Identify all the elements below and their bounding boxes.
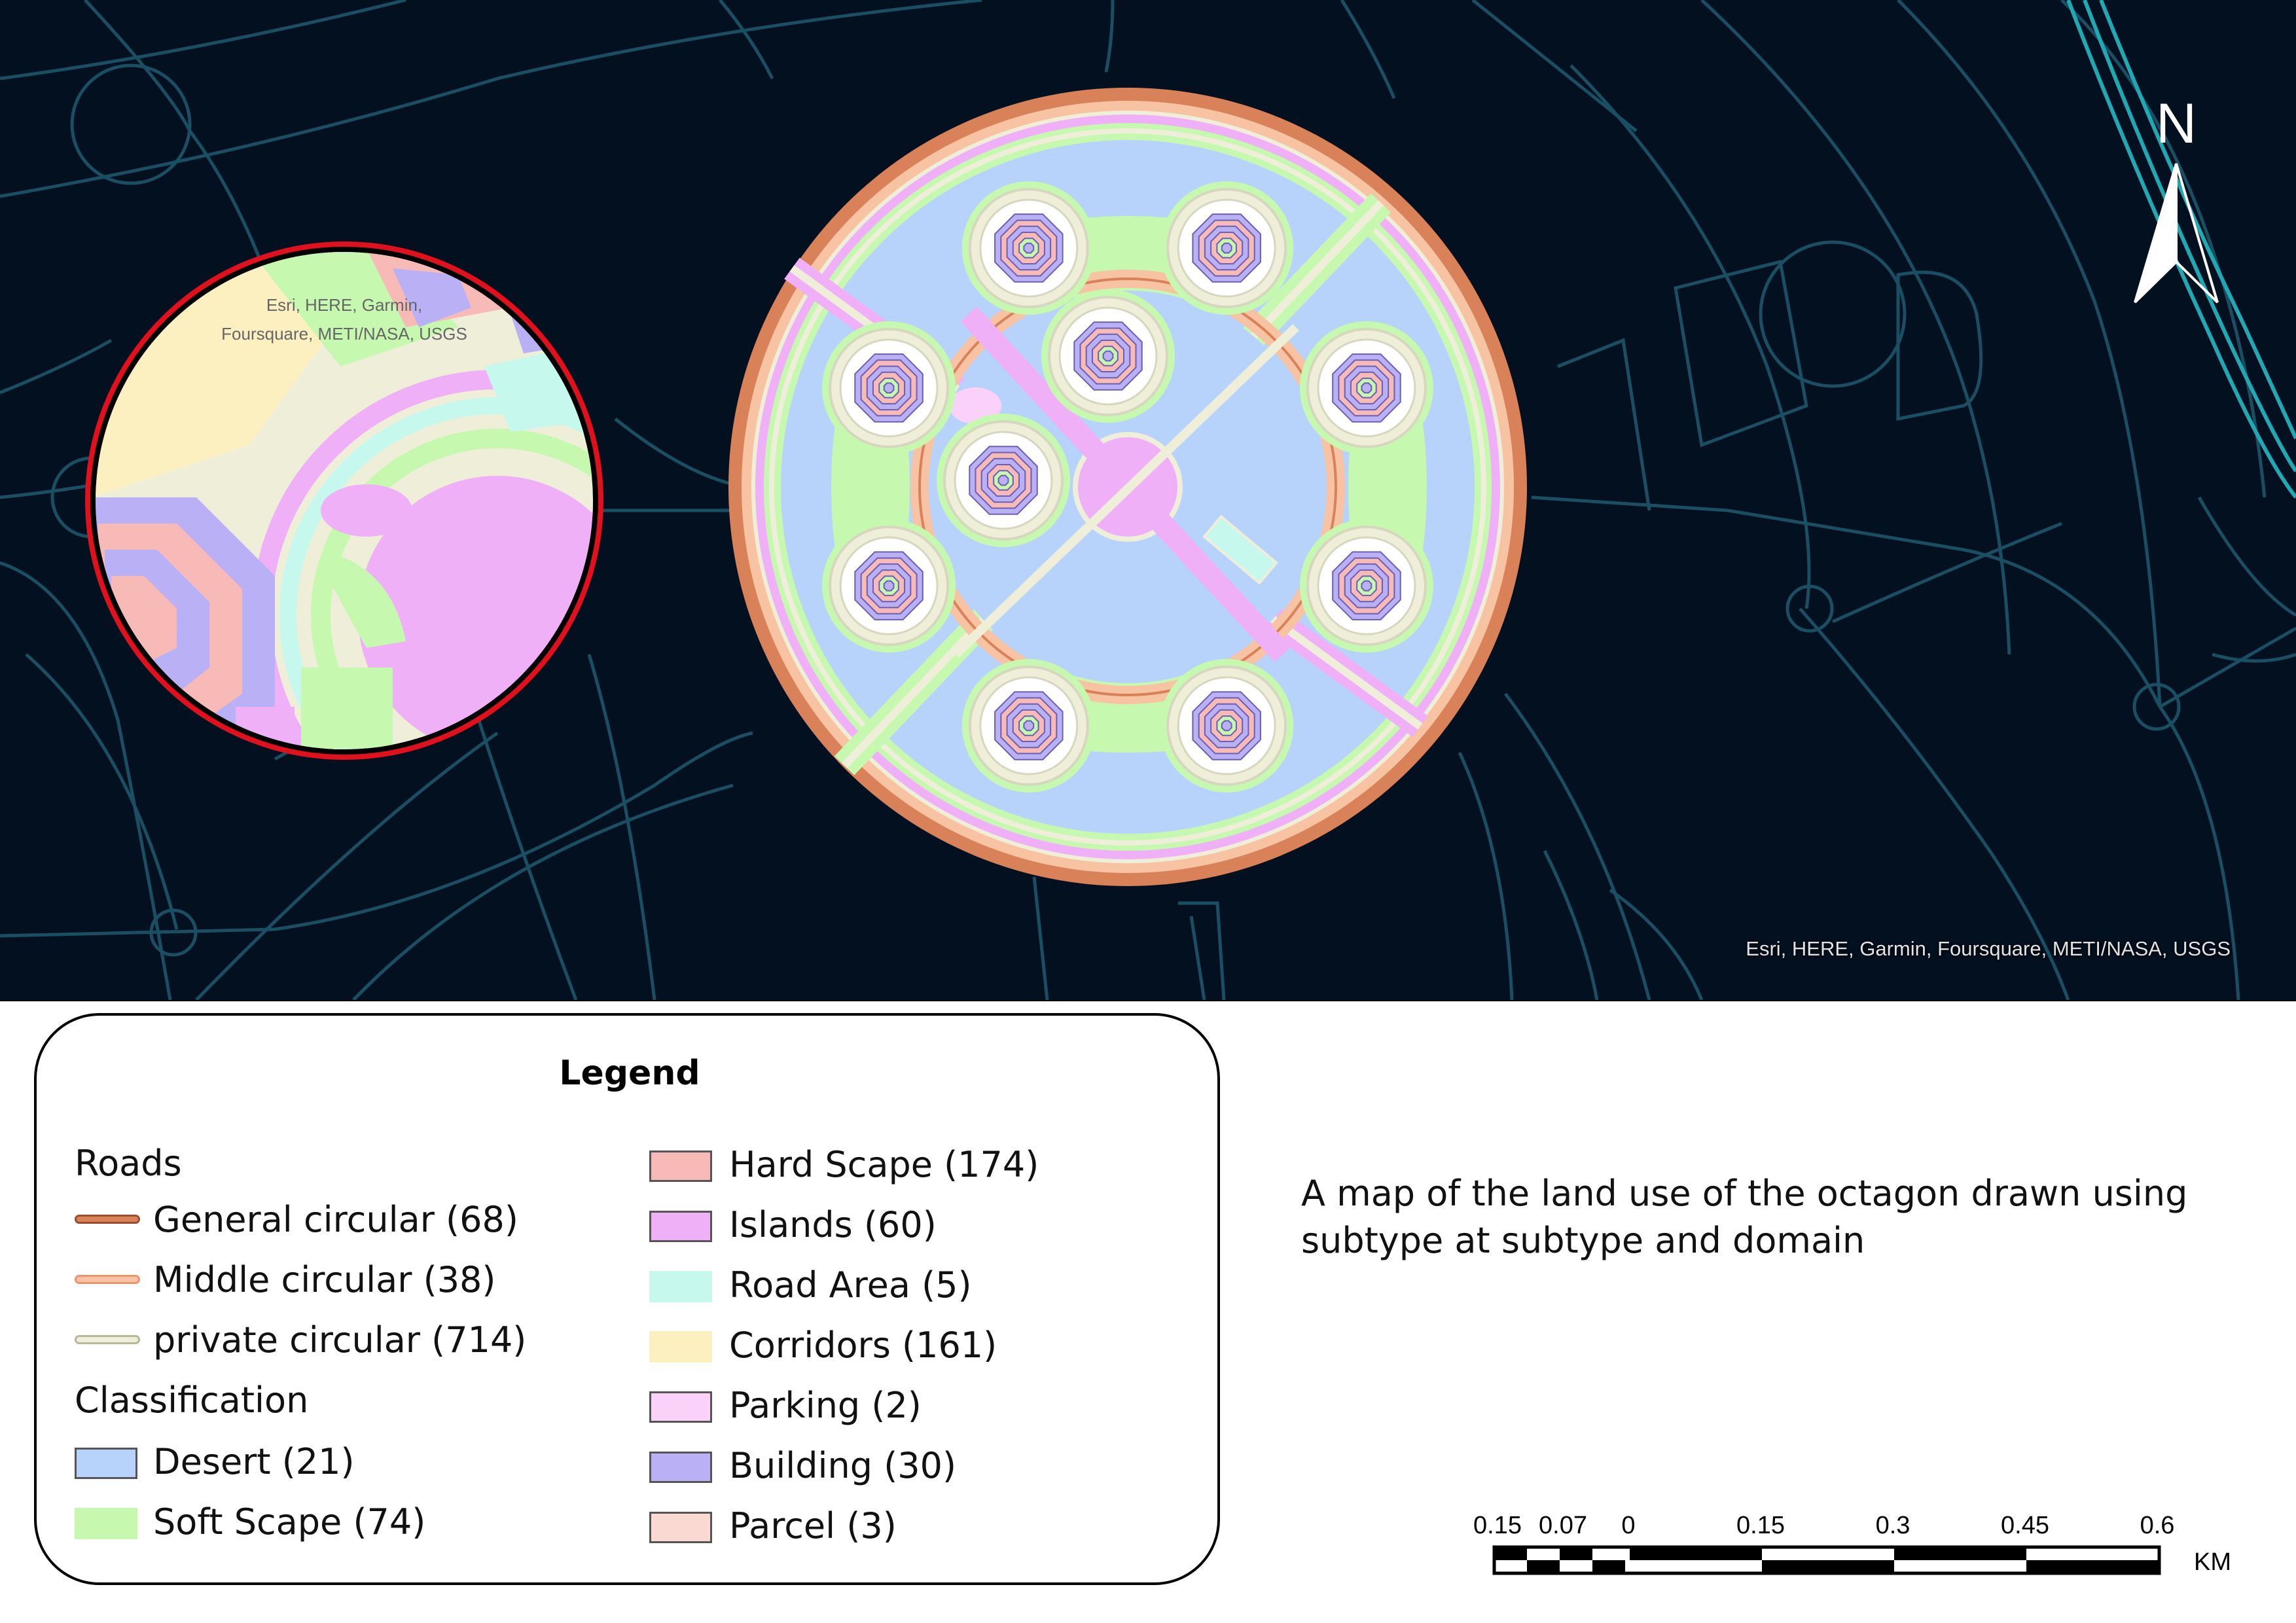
map-canvas[interactable]: N xyxy=(0,0,2296,1000)
inset-attribution: Esri, HERE, Garmin, Foursquare, METI/NAS… xyxy=(181,291,508,348)
legend-parcel-swatch xyxy=(649,1512,712,1543)
island-cluster[interactable] xyxy=(822,321,956,455)
north-label: N xyxy=(2156,92,2197,155)
inset-attribution-line1: Esri, HERE, Garmin, xyxy=(266,295,423,315)
scale-label-3: 0.15 xyxy=(1736,1512,1785,1539)
scale-label-4: 0.3 xyxy=(1875,1512,1910,1539)
island-cluster[interactable] xyxy=(1160,658,1294,793)
legend-islands-label: Islands (60) xyxy=(729,1204,937,1245)
legend-general-circular-swatch xyxy=(75,1215,140,1224)
island-cluster[interactable] xyxy=(937,414,1070,547)
legend-islands-swatch xyxy=(649,1211,712,1242)
legend-desert-label: Desert (21) xyxy=(153,1441,355,1482)
legend-general-circular-label: General circular (68) xyxy=(153,1199,518,1240)
legend-soft-scape-label: Soft Scape (74) xyxy=(153,1501,426,1543)
legend-desert-swatch xyxy=(75,1448,137,1479)
legend-private-circular-label: private circular (714) xyxy=(153,1319,527,1361)
legend-parking-label: Parking (2) xyxy=(729,1385,922,1426)
legend-middle-circular-label: Middle circular (38) xyxy=(153,1259,496,1300)
legend-parcel-label: Parcel (3) xyxy=(729,1505,897,1546)
legend-road-area-swatch xyxy=(649,1271,712,1302)
island-cluster[interactable] xyxy=(1299,321,1433,455)
scale-bar-graphic xyxy=(1492,1545,2161,1575)
legend-building-label: Building (30) xyxy=(729,1445,957,1486)
map-description: A map of the land use of the octagon dra… xyxy=(1301,1173,2188,1261)
island-cluster[interactable] xyxy=(961,658,1096,793)
legend-classification-heading: Classification xyxy=(75,1380,309,1421)
scale-unit: KM xyxy=(2194,1548,2231,1576)
octagon-city[interactable] xyxy=(728,88,1527,886)
inset-magnifier[interactable] xyxy=(85,241,733,851)
island-cluster[interactable] xyxy=(1160,181,1294,315)
river xyxy=(2066,0,2296,499)
street-network xyxy=(0,0,2296,1000)
island-cluster[interactable] xyxy=(822,519,956,653)
scale-label-1: 0.07 xyxy=(1539,1512,1587,1539)
legend-corridors-swatch xyxy=(649,1331,712,1363)
island-cluster[interactable] xyxy=(1041,289,1175,423)
map-frame[interactable]: N Esri, HERE, Garmin, Foursquare, METI/N… xyxy=(0,0,2296,1001)
legend-corridors-label: Corridors (161) xyxy=(729,1325,997,1366)
scale-label-0: 0.15 xyxy=(1473,1512,1522,1539)
legend-hard-scape-swatch xyxy=(649,1150,712,1182)
scale-label-6: 0.6 xyxy=(2140,1512,2175,1539)
roundabouts xyxy=(50,63,2181,957)
island-cluster[interactable] xyxy=(1299,519,1433,653)
map-attribution: Esri, HERE, Garmin, Foursquare, METI/NAS… xyxy=(1746,937,2231,960)
north-arrow: N xyxy=(2134,92,2219,304)
legend-title: Legend xyxy=(559,1054,700,1093)
scale-label-2: 0 xyxy=(1621,1512,1636,1539)
inset-attribution-line2: Foursquare, METI/NASA, USGS xyxy=(221,324,467,344)
legend-panel: Legend Roads General circular (68) Middl… xyxy=(34,1013,1220,1585)
legend-middle-circular-swatch xyxy=(75,1275,140,1284)
legend-hard-scape-label: Hard Scape (174) xyxy=(729,1144,1039,1185)
legend-parking-swatch xyxy=(649,1391,712,1423)
scale-label-5: 0.45 xyxy=(2001,1512,2049,1539)
legend-private-circular-swatch xyxy=(75,1335,140,1344)
legend-building-swatch xyxy=(649,1452,712,1483)
legend-soft-scape-swatch xyxy=(75,1508,137,1539)
legend-roads-heading: Roads xyxy=(75,1143,182,1184)
island-cluster[interactable] xyxy=(961,181,1096,315)
legend-road-area-label: Road Area (5) xyxy=(729,1264,972,1306)
